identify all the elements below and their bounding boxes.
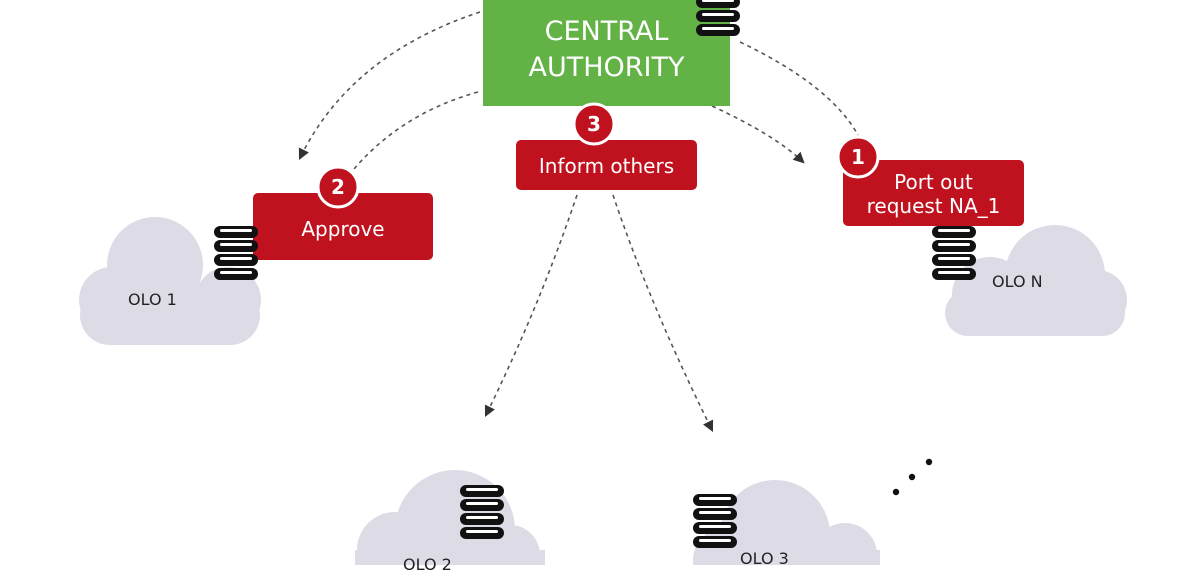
arrow-to-olo1 — [298, 11, 481, 161]
olon-label: OLO N — [992, 272, 1043, 291]
approve-box — [253, 193, 433, 260]
cloud-icon — [79, 217, 261, 345]
arrow-to-olo2 — [484, 194, 578, 418]
step-badge-1 — [836, 135, 880, 179]
central-authority-title-line1: CENTRAL — [544, 16, 669, 47]
step-badge-2 — [316, 165, 360, 209]
step-badge-1-number: 1 — [851, 145, 865, 169]
central-authority-box — [483, 0, 730, 106]
central-authority-title-line2: AUTHORITY — [528, 52, 685, 83]
arrow-request-to-ca — [739, 41, 859, 136]
step-badge-3 — [572, 102, 616, 146]
approve-label: Approve — [301, 217, 385, 241]
arrow-ca-to-request — [711, 105, 805, 164]
olo2-label: OLO 2 — [403, 555, 452, 574]
step-badge-3-number: 3 — [587, 112, 601, 136]
port-out-request-box — [843, 160, 1024, 226]
arrow-to-olo3 — [612, 194, 714, 433]
port-out-request-label: Port out request NA_1 — [843, 170, 1024, 218]
port-out-request-label-line2: request NA_1 — [866, 194, 1001, 218]
inform-others-label: Inform others — [538, 154, 675, 178]
flow-arrows — [298, 11, 859, 433]
port-out-request-label-line1: Port out — [894, 170, 973, 194]
ellipsis-icon — [892, 458, 933, 496]
cloud-icon — [945, 225, 1127, 336]
database-icon — [932, 226, 976, 280]
arrow-approve-to-ca — [344, 91, 479, 181]
inform-others-box — [516, 140, 697, 190]
central-authority-title: CENTRAL AUTHORITY — [483, 14, 730, 86]
olo1-label: OLO 1 — [128, 290, 177, 309]
database-icon — [214, 226, 258, 280]
cloud-icon — [355, 470, 545, 565]
step-badge-2-number: 2 — [331, 175, 345, 199]
olo3-label: OLO 3 — [740, 549, 789, 568]
